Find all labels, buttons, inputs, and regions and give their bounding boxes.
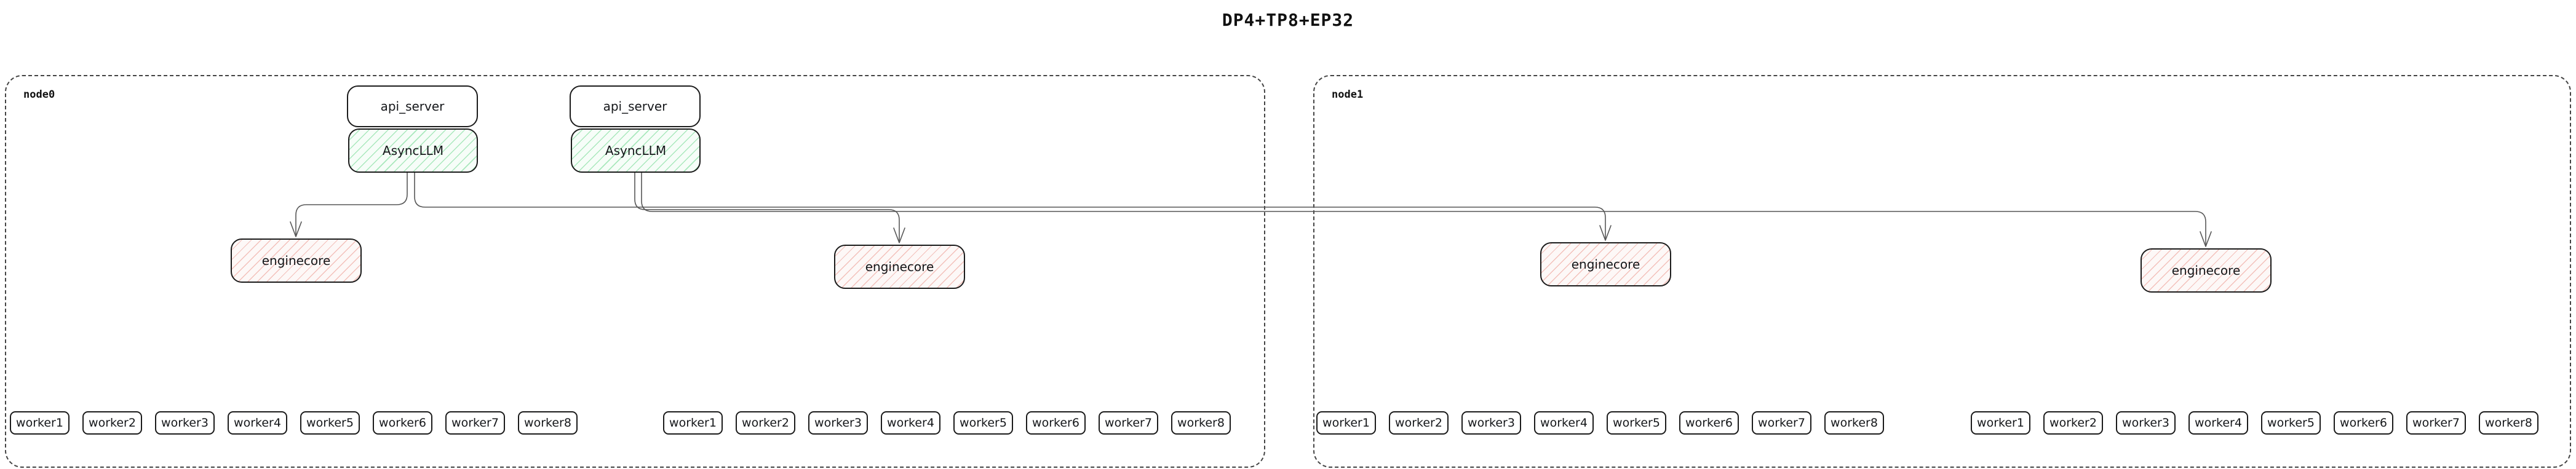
- worker-box: worker4: [881, 411, 940, 435]
- api-server-1-box: api_server: [347, 85, 478, 127]
- worker-box: worker7: [445, 411, 505, 435]
- worker-box: worker7: [1752, 411, 1811, 435]
- worker-box: worker8: [1171, 411, 1231, 435]
- worker-box: worker6: [373, 411, 432, 435]
- node1-label: node1: [1332, 89, 1364, 101]
- worker-box: worker6: [1026, 411, 1086, 435]
- worker-box: worker2: [82, 411, 142, 435]
- worker-box: worker6: [1679, 411, 1739, 435]
- diagram-title: DP4+TP8+EP32: [1222, 10, 1354, 30]
- enginecore-4-box: enginecore: [2141, 248, 2272, 293]
- worker-box: worker2: [736, 411, 795, 435]
- worker-box: worker1: [663, 411, 723, 435]
- worker-box: worker5: [953, 411, 1013, 435]
- worker-box: worker4: [1534, 411, 1594, 435]
- worker-box: worker5: [300, 411, 360, 435]
- worker-box: worker1: [10, 411, 70, 435]
- worker-box: worker3: [808, 411, 868, 435]
- worker-box: worker8: [518, 411, 578, 435]
- worker-box: worker2: [2043, 411, 2103, 435]
- worker-box: worker2: [1389, 411, 1449, 435]
- worker-box: worker8: [1824, 411, 1884, 435]
- enginecore-2-box: enginecore: [834, 245, 965, 289]
- worker-box: worker5: [1607, 411, 1666, 435]
- worker-box: worker1: [1971, 411, 2030, 435]
- enginecore-1-box: enginecore: [231, 238, 362, 283]
- worker-box: worker6: [2334, 411, 2393, 435]
- asyncllm-2-box: AsyncLLM: [571, 128, 701, 173]
- node0-container: node0: [5, 75, 1265, 468]
- worker-box: worker3: [2116, 411, 2176, 435]
- worker-box: worker1: [1316, 411, 1376, 435]
- worker-box: worker4: [228, 411, 287, 435]
- worker-box: worker7: [1099, 411, 1158, 435]
- node0-label: node0: [23, 89, 55, 101]
- worker-box: worker8: [2479, 411, 2538, 435]
- worker-box: worker3: [155, 411, 215, 435]
- worker-box: worker3: [1461, 411, 1521, 435]
- enginecore-3-box: enginecore: [1540, 242, 1671, 286]
- worker-box: worker7: [2406, 411, 2466, 435]
- api-server-2-box: api_server: [570, 85, 701, 127]
- worker-box: worker5: [2261, 411, 2321, 435]
- worker-box: worker4: [2188, 411, 2248, 435]
- asyncllm-1-box: AsyncLLM: [348, 128, 478, 173]
- node1-container: node1: [1313, 75, 2571, 468]
